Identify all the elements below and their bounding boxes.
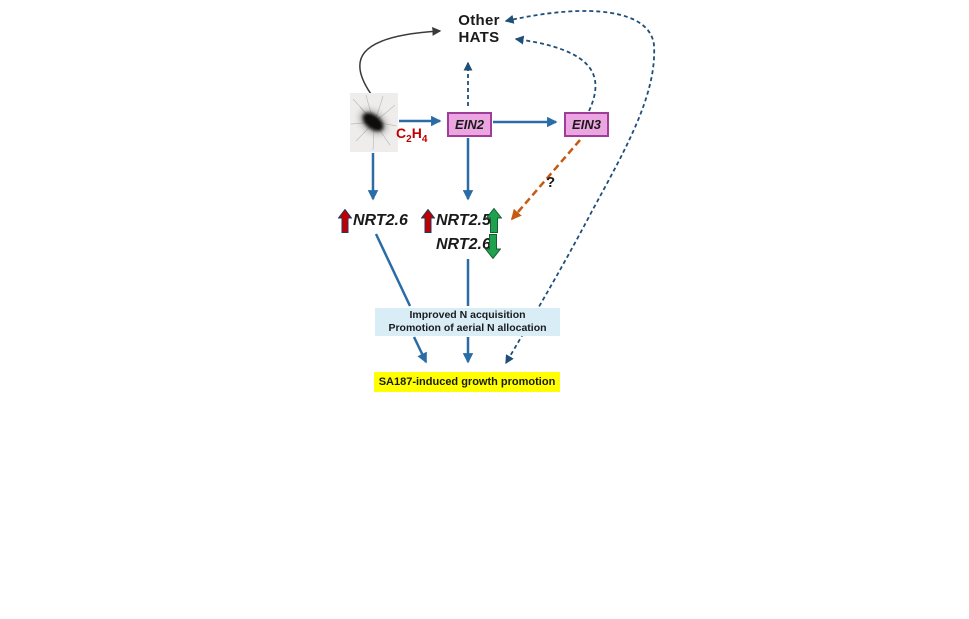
other-hats-line2: HATS — [458, 29, 500, 46]
black-curve-photo-to-hats — [358, 26, 442, 95]
c2h4-label: C2H4 — [396, 125, 427, 145]
other-hats-line1: Other — [458, 12, 500, 29]
center-gene-bottom-label: NRT2.6 — [436, 236, 491, 253]
dashed-feedback-curve — [504, 10, 656, 365]
result-label: SA187-induced growth promotion — [378, 376, 556, 388]
ein3-node: EIN3 — [564, 112, 609, 137]
ein3-label: EIN3 — [572, 117, 601, 132]
red-up-arrow-icon — [338, 209, 352, 233]
result-box: SA187-induced growth promotion — [374, 372, 560, 392]
left-gene-label: NRT2.6 — [353, 212, 408, 229]
c2h4-c: C — [396, 125, 407, 141]
ein2-node: EIN2 — [447, 112, 492, 137]
line-left-gene-to-outcome — [374, 233, 412, 307]
c2h4-sub2: 2 — [406, 133, 412, 145]
c2h4-h: H — [411, 125, 422, 141]
sa187-colony-photo — [350, 93, 398, 152]
outcome-line2: Promotion of aerial N allocation — [388, 322, 547, 334]
other-hats-node: Other HATS — [446, 12, 512, 46]
green-down-arrow-icon — [485, 234, 501, 259]
red-up-arrow-icon — [421, 209, 435, 233]
question-mark-label: ? — [546, 174, 556, 191]
orange-dashed-arrow-ein3-to-nrt — [510, 139, 581, 221]
c2h4-sub4: 4 — [421, 133, 428, 145]
ein2-label: EIN2 — [455, 117, 484, 132]
arrow-outcome-to-result-left — [412, 336, 428, 364]
outcome-box: Improved N acquisition Promotion of aeri… — [375, 308, 560, 336]
green-up-arrow-icon — [486, 208, 502, 233]
dashed-curve-ein3-to-hats — [514, 35, 597, 112]
center-gene-top-label: NRT2.5 — [436, 212, 491, 229]
colony-core — [362, 112, 384, 132]
outcome-line1: Improved N acquisition — [409, 309, 526, 321]
